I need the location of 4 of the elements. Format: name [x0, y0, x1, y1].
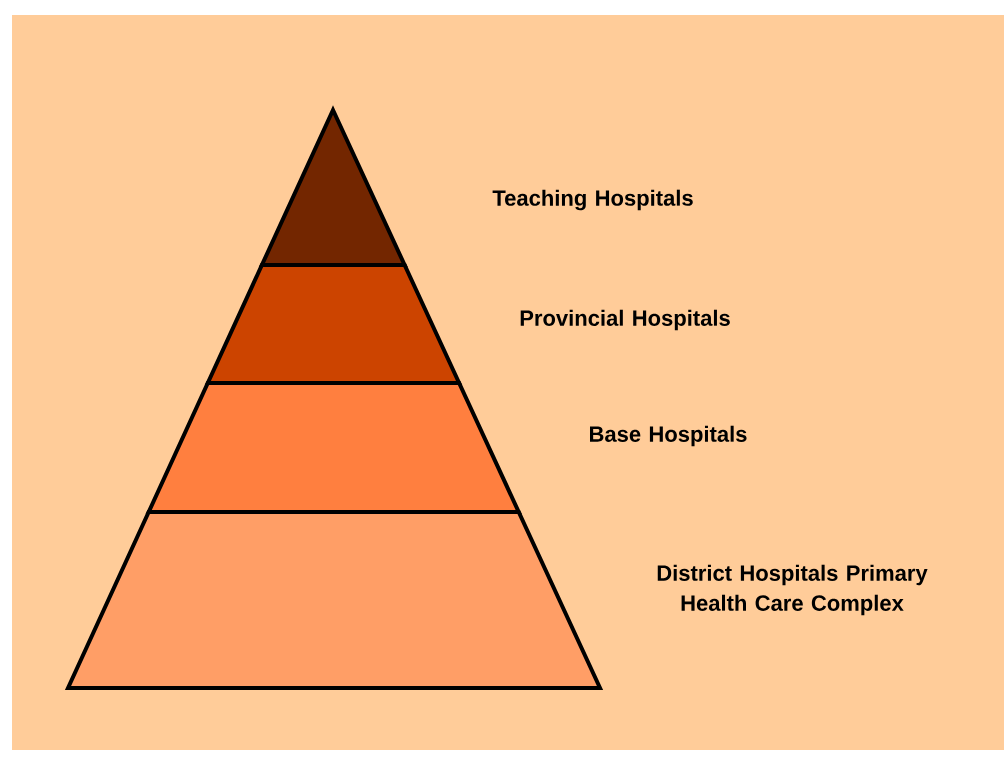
- tier-label: Provincial Hospitals: [520, 309, 730, 331]
- tier-label: District Hospitals Primary Health Care Complex: [657, 564, 928, 616]
- tier-label: Base Hospitals: [590, 425, 747, 447]
- tier-label: Teaching Hospitals: [492, 189, 693, 211]
